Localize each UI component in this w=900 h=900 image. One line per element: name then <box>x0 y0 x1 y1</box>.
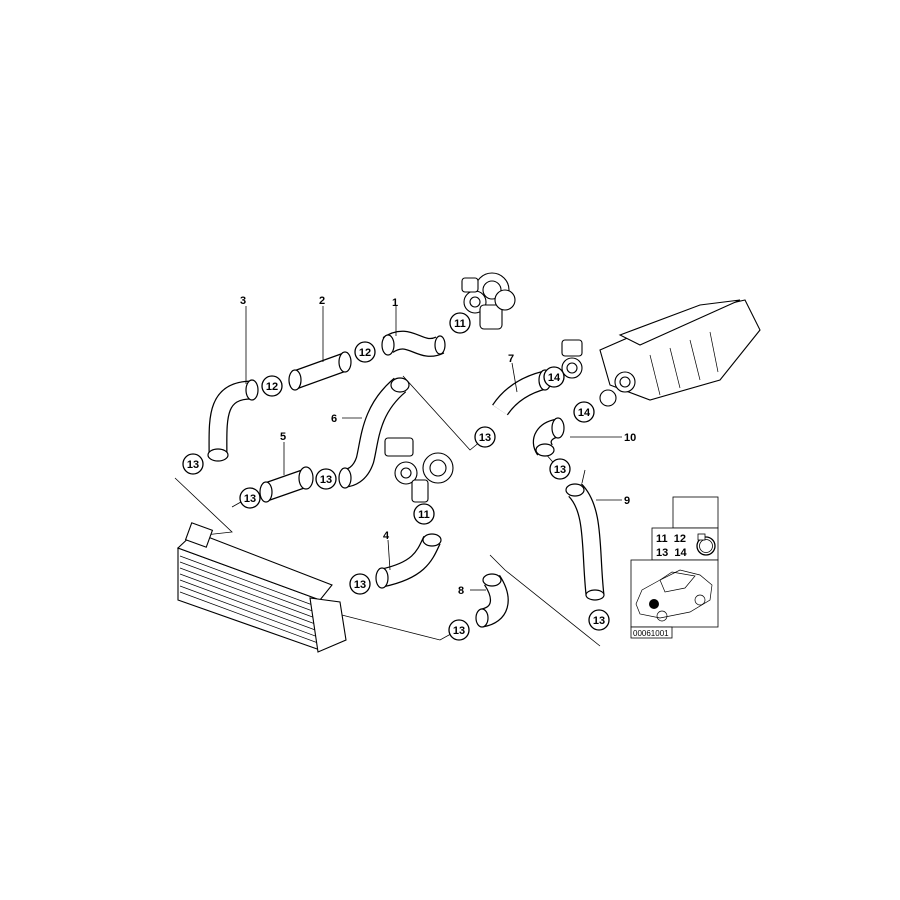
label-part-6: 6 <box>331 413 337 425</box>
hose-3 <box>208 380 253 456</box>
label-part-2: 2 <box>319 295 325 307</box>
callout-13-hose7: 13 <box>474 426 496 448</box>
callout-13-hose9: 13 <box>588 609 610 631</box>
svg-text:13: 13 <box>593 615 605 627</box>
callout-12-left: 12 <box>261 375 283 397</box>
label-part-10: 10 <box>624 432 636 444</box>
svg-text:13: 13 <box>244 493 256 505</box>
diagram-code: 00061001 <box>633 629 669 638</box>
car-silhouette-icon <box>635 569 713 622</box>
callout-11-upper: 11 <box>449 312 471 334</box>
label-part-3: 3 <box>240 295 246 307</box>
hose-2 <box>291 353 349 389</box>
hose-9 <box>567 483 605 597</box>
hose-cuffs <box>207 334 605 628</box>
hose-clamp-icon <box>696 533 716 556</box>
label-part-8: 8 <box>458 585 464 597</box>
callout-13-hose6: 13 <box>315 468 337 490</box>
inset-row-1: 11 12 <box>656 533 686 545</box>
callout-13-hose5: 13 <box>239 487 261 509</box>
intercooler <box>176 522 347 653</box>
callout-13-hose10: 13 <box>549 458 571 480</box>
callout-13-hose3: 13 <box>182 453 204 475</box>
svg-text:12: 12 <box>359 347 371 359</box>
label-part-5: 5 <box>280 431 286 443</box>
svg-text:14: 14 <box>578 407 591 419</box>
label-part-7: 7 <box>508 353 514 365</box>
inset-row-2: 13 14 <box>656 547 687 559</box>
hose-7 <box>492 370 548 416</box>
callout-11-lower: 11 <box>413 503 435 525</box>
callout-13-hose4: 13 <box>349 573 371 595</box>
svg-text:13: 13 <box>479 432 491 444</box>
callout-14-upper: 14 <box>543 366 565 388</box>
svg-text:11: 11 <box>418 509 430 521</box>
label-part-4: 4 <box>383 530 390 542</box>
label-part-1: 1 <box>392 297 398 309</box>
svg-text:13: 13 <box>187 459 199 471</box>
part-labels: 3 2 1 7 6 10 5 9 4 8 <box>240 295 636 597</box>
callout-14-lower: 14 <box>573 401 595 423</box>
callout-13-hose8: 13 <box>448 619 470 641</box>
intake-manifold <box>561 299 761 407</box>
callout-12-right: 12 <box>354 341 376 363</box>
svg-text:13: 13 <box>554 464 566 476</box>
inset-panel: 11 12 13 14 00061001 <box>630 496 719 639</box>
hose-6 <box>344 377 407 488</box>
turbocharger-upper <box>461 272 516 330</box>
svg-text:12: 12 <box>266 381 278 393</box>
turbocharger-lower <box>384 437 454 503</box>
hoses <box>207 330 605 628</box>
svg-text:13: 13 <box>320 474 332 486</box>
callouts: 11 12 12 14 14 13 13 13 13 13 11 13 13 1… <box>182 312 610 641</box>
svg-text:13: 13 <box>453 625 465 637</box>
label-part-9: 9 <box>624 495 630 507</box>
svg-text:13: 13 <box>354 579 366 591</box>
svg-text:14: 14 <box>548 372 561 384</box>
svg-text:11: 11 <box>454 318 466 330</box>
hose-1 <box>382 330 445 357</box>
